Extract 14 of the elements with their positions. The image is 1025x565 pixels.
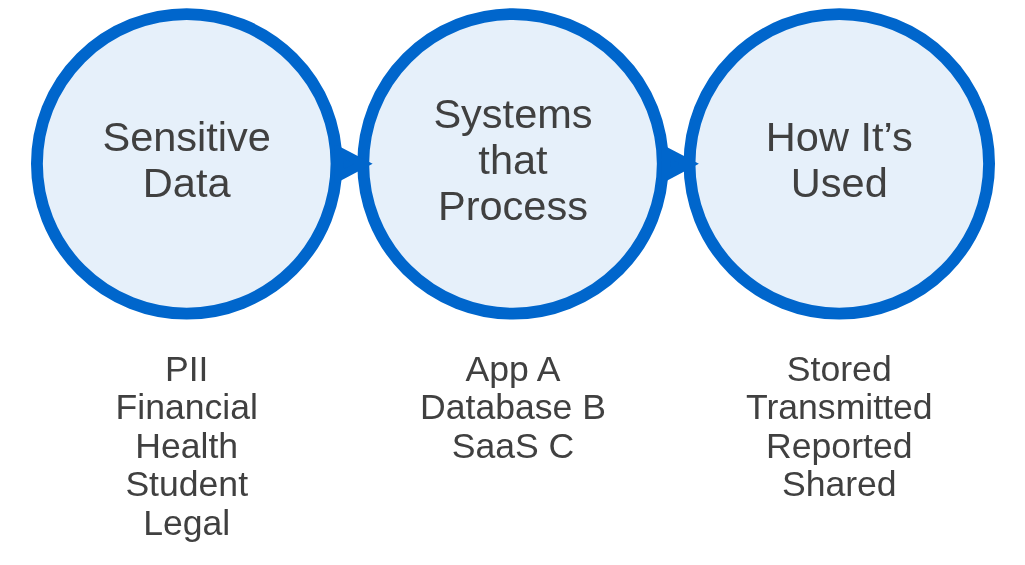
node-circle: Systems that Process bbox=[356, 8, 669, 320]
node-label: Transmitted bbox=[745, 387, 933, 428]
node-label: SaaS C bbox=[451, 425, 574, 466]
node-label: Financial bbox=[115, 387, 258, 428]
node-label: Health bbox=[134, 425, 238, 466]
node-label: Stored bbox=[786, 348, 892, 389]
node-label: Database B bbox=[419, 387, 606, 428]
node-label: Student bbox=[124, 464, 248, 505]
node-label: Legal bbox=[142, 502, 230, 543]
node-label: Reported bbox=[765, 425, 912, 466]
node-label: App A bbox=[465, 348, 560, 389]
node-label: Shared bbox=[781, 464, 897, 505]
node-label: PII bbox=[164, 348, 208, 389]
node-circle: How It’s Used bbox=[683, 8, 995, 320]
